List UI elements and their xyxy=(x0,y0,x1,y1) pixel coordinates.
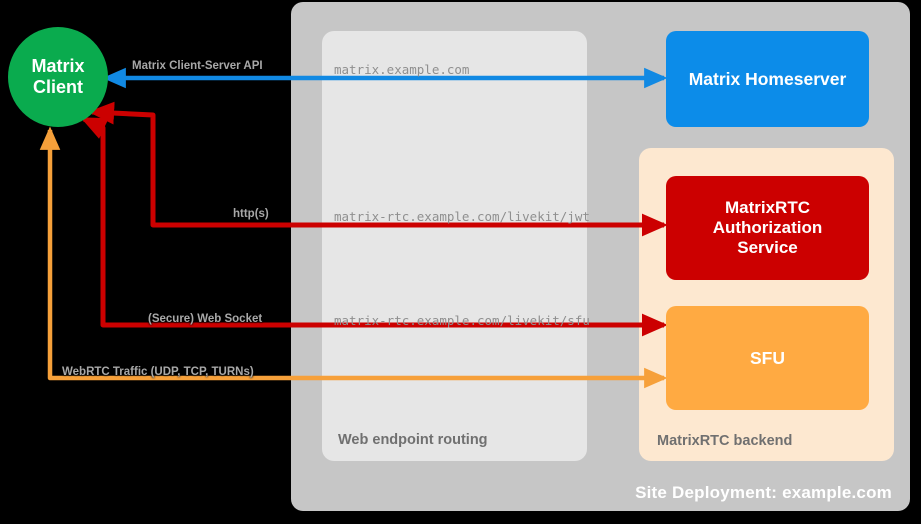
endpoint-label-matrix-example-com: matrix.example.com xyxy=(334,62,470,77)
endpoint-label-livekit-sfu: matrix-rtc.example.com/livekit/sfu xyxy=(334,313,590,328)
node-auth-service-label-line2: Authorization xyxy=(712,217,823,237)
node-matrix-client-label-line2: Client xyxy=(32,77,83,97)
node-matrixrtc-authorization-service[interactable]: MatrixRTC Authorization Service xyxy=(666,176,869,280)
node-auth-service-label-line1: MatrixRTC xyxy=(724,197,810,217)
container-web-endpoint-routing-label: Web endpoint routing xyxy=(338,432,488,448)
endpoint-label-livekit-jwt: matrix-rtc.example.com/livekit/jwt xyxy=(334,209,590,224)
edge-label-webrtc-traffic: WebRTC Traffic (UDP, TCP, TURNs) xyxy=(62,366,254,378)
node-matrix-client[interactable]: Matrix Client xyxy=(8,27,108,127)
edge-label-http: http(s) xyxy=(233,208,269,220)
node-matrix-homeserver[interactable]: Matrix Homeserver xyxy=(666,31,869,127)
container-matrixrtc-backend-label: MatrixRTC backend xyxy=(657,433,793,449)
node-sfu[interactable]: SFU xyxy=(666,306,869,410)
node-matrix-homeserver-label: Matrix Homeserver xyxy=(688,68,847,89)
node-sfu-label: SFU xyxy=(750,347,785,368)
container-site-deployment-label: Site Deployment: example.com xyxy=(635,483,892,502)
edge-label-web-socket: (Secure) Web Socket xyxy=(148,313,263,325)
node-matrix-client-label-line1: Matrix xyxy=(31,55,85,76)
node-auth-service-label-line3: Service xyxy=(737,238,798,258)
edge-webrtc-traffic xyxy=(39,126,668,389)
edge-label-client-server-api: Matrix Client-Server API xyxy=(132,60,263,72)
